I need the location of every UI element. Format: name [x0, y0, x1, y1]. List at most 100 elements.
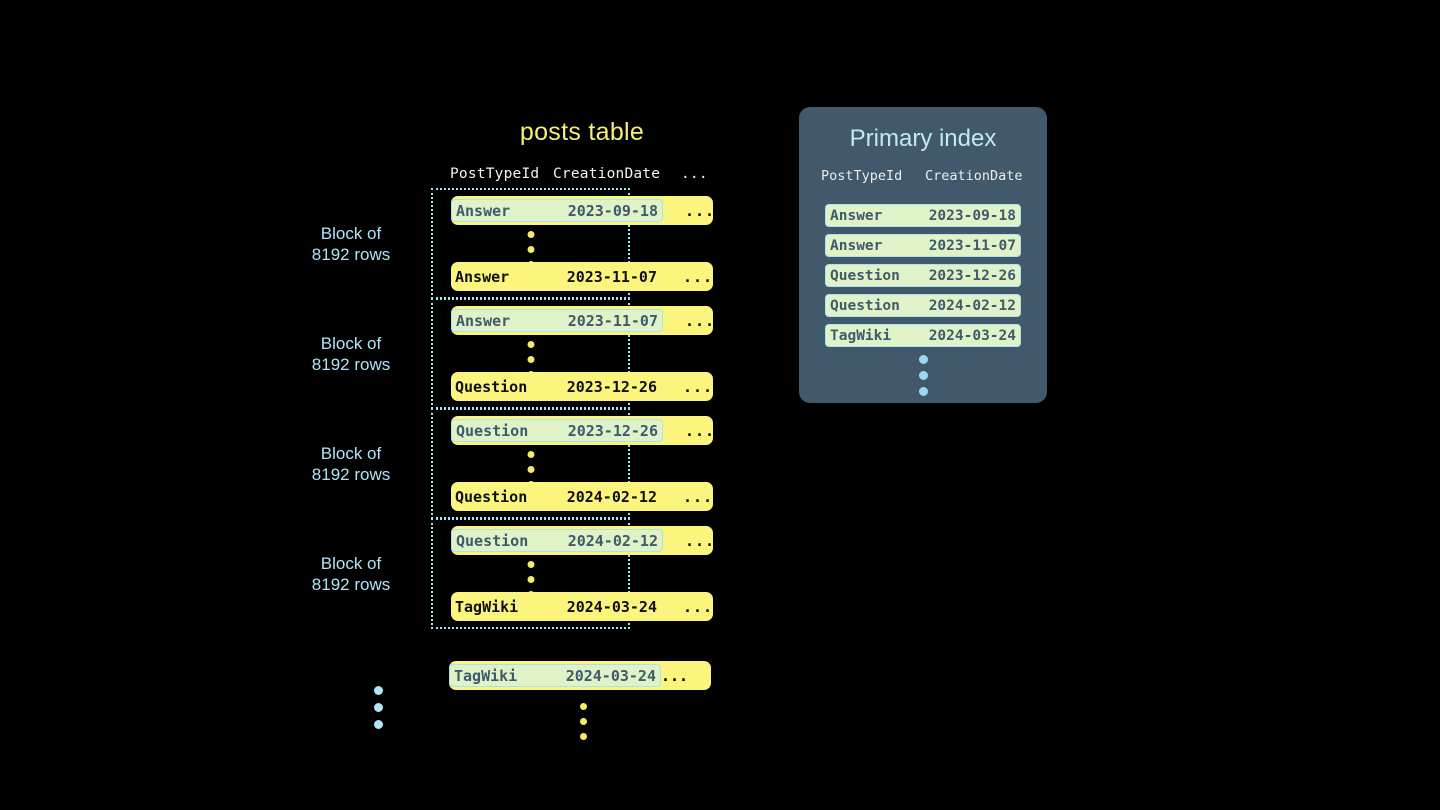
cell-creationdate: 2024-02-12	[928, 297, 1016, 314]
index-row: Question 2023-12-26	[825, 264, 1021, 287]
dot	[918, 371, 928, 380]
index-row: TagWiki 2024-03-24	[825, 324, 1021, 347]
table-row: Answer 2023-11-07 ...	[451, 262, 713, 291]
row-key-cells: Question 2023-12-26	[451, 419, 663, 442]
cell-creationdate: 2023-09-18	[928, 207, 1016, 224]
cell-posttypeid: Answer	[456, 201, 511, 220]
dot	[527, 576, 534, 583]
cell-creationdate: 2024-03-24	[566, 597, 657, 616]
cell-creationdate: 2023-11-07	[928, 237, 1016, 254]
cell-posttypeid: Question	[830, 297, 900, 314]
row-key-cells: TagWiki 2024-03-24	[449, 664, 661, 687]
table-row: Question 2024-02-12 ...	[451, 482, 713, 511]
dot	[527, 466, 534, 473]
row-key-cells: Answer 2023-09-18	[451, 199, 663, 222]
cell-posttypeid: Question	[455, 377, 528, 396]
index-row: Question 2024-02-12	[825, 294, 1021, 317]
cell-creationdate: 2023-09-18	[567, 201, 658, 220]
row-key-cells: Answer 2023-11-07	[451, 265, 661, 288]
column-header-ellipsis: ...	[681, 166, 708, 182]
blocks-continuation-dots	[374, 686, 383, 729]
cell-posttypeid: Answer	[830, 237, 883, 254]
table-row: Question 2023-12-26 ...	[451, 372, 713, 401]
table-row: TagWiki 2024-03-24 ...	[449, 661, 711, 690]
column-header-creationdate: CreationDate	[553, 166, 661, 182]
dot	[527, 246, 534, 253]
row-key-cells: Question 2024-02-12	[451, 529, 663, 552]
row-key-cells: Answer 2023-11-07	[451, 309, 663, 332]
dot	[527, 231, 534, 238]
table-block: Block of 8192 rows Question 2024-02-12 .…	[312, 518, 714, 629]
blocks-container: Block of 8192 rows Answer 2023-09-18 ...…	[312, 188, 732, 629]
row-key-cells: Question 2023-12-26	[451, 375, 661, 398]
cell-posttypeid: TagWiki	[830, 327, 892, 344]
cell-creationdate: 2023-12-26	[566, 377, 657, 396]
cell-posttypeid: Answer	[455, 267, 510, 286]
cell-posttypeid: Question	[830, 267, 900, 284]
cell-creationdate: 2024-03-24	[928, 327, 1016, 344]
cell-creationdate: 2024-02-12	[566, 487, 657, 506]
dot	[527, 561, 534, 568]
dot	[580, 718, 587, 725]
row-key-cells: Question 2024-02-12	[451, 485, 661, 508]
cell-ellipsis: ...	[685, 311, 716, 330]
dot	[580, 733, 587, 740]
index-row: Answer 2023-09-18	[825, 204, 1021, 227]
cell-posttypeid: TagWiki	[454, 666, 518, 685]
block-label: Block of 8192 rows	[311, 333, 391, 374]
posts-table-column-headers: PostTypeId CreationDate ...	[450, 166, 732, 182]
dot	[527, 341, 534, 348]
cell-creationdate: 2024-03-24	[565, 666, 656, 685]
table-continuation-dots	[580, 703, 587, 740]
cell-creationdate: 2023-11-07	[567, 311, 658, 330]
table-block: Block of 8192 rows Answer 2023-11-07 ...…	[312, 298, 714, 409]
table-block: Block of 8192 rows Answer 2023-09-18 ...…	[312, 188, 714, 299]
dot	[374, 703, 383, 712]
table-row: Answer 2023-11-07 ...	[451, 306, 716, 335]
block-label: Block of 8192 rows	[311, 553, 391, 594]
cell-creationdate: 2024-02-12	[567, 531, 658, 550]
dot	[918, 355, 928, 364]
index-row: Answer 2023-11-07	[825, 234, 1021, 257]
cell-ellipsis: ...	[683, 267, 714, 286]
cell-ellipsis: ...	[683, 377, 714, 396]
dot	[374, 720, 383, 729]
block-label: Block of 8192 rows	[311, 223, 391, 264]
table-row: Answer 2023-09-18 ...	[451, 196, 716, 225]
cell-creationdate: 2023-12-26	[567, 421, 658, 440]
cell-posttypeid: Question	[455, 487, 528, 506]
cell-posttypeid: TagWiki	[455, 597, 519, 616]
primary-index-column-headers: PostTypeId CreationDate	[821, 168, 1025, 184]
dot	[918, 387, 928, 396]
index-continuation-dots	[799, 355, 1047, 396]
table-row: Question 2023-12-26 ...	[451, 416, 716, 445]
column-header-creationdate: CreationDate	[925, 168, 1023, 184]
dot	[527, 356, 534, 363]
cell-ellipsis: ...	[683, 487, 714, 506]
cell-posttypeid: Question	[456, 531, 529, 550]
page-title: posts table	[519, 118, 645, 146]
column-header-posttypeid: PostTypeId	[821, 168, 903, 184]
column-header-posttypeid: PostTypeId	[450, 166, 540, 182]
cell-ellipsis: ...	[661, 666, 689, 685]
table-row: TagWiki 2024-03-24 ...	[451, 592, 713, 621]
cell-ellipsis: ...	[685, 531, 716, 550]
primary-index-title: Primary index	[849, 125, 997, 152]
table-row: Question 2024-02-12 ...	[451, 526, 716, 555]
primary-index-rows: Answer 2023-09-18 Answer 2023-11-07 Ques…	[825, 204, 1021, 354]
cell-posttypeid: Answer	[830, 207, 883, 224]
cell-posttypeid: Answer	[456, 311, 511, 330]
dot	[374, 686, 383, 695]
cell-ellipsis: ...	[685, 421, 716, 440]
table-block: Block of 8192 rows Question 2023-12-26 .…	[312, 408, 714, 519]
cell-ellipsis: ...	[683, 597, 714, 616]
cell-ellipsis: ...	[685, 201, 716, 220]
block-label: Block of 8192 rows	[311, 443, 391, 484]
dot	[580, 703, 587, 710]
dot	[527, 451, 534, 458]
primary-index-panel: Primary index PostTypeId CreationDate An…	[799, 107, 1047, 403]
cell-posttypeid: Question	[456, 421, 529, 440]
row-key-cells: TagWiki 2024-03-24	[451, 595, 661, 618]
cell-creationdate: 2023-11-07	[566, 267, 657, 286]
cell-creationdate: 2023-12-26	[928, 267, 1016, 284]
